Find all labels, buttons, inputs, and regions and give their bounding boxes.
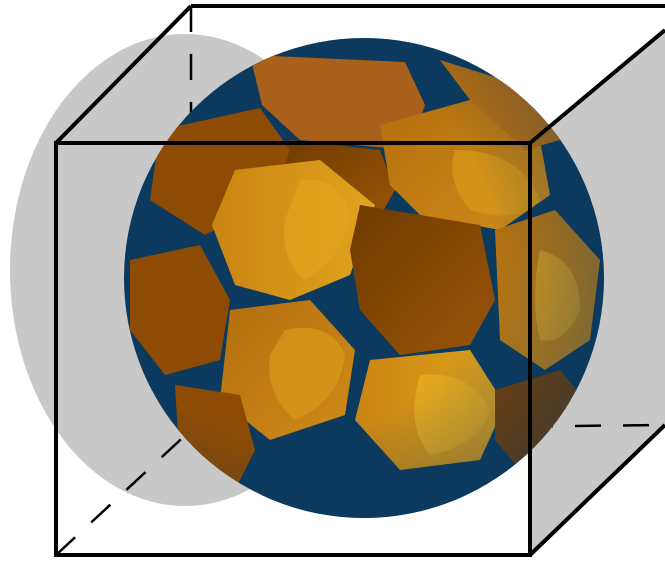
sphere-cube-diagram bbox=[0, 0, 665, 563]
figure-stage bbox=[0, 0, 665, 563]
